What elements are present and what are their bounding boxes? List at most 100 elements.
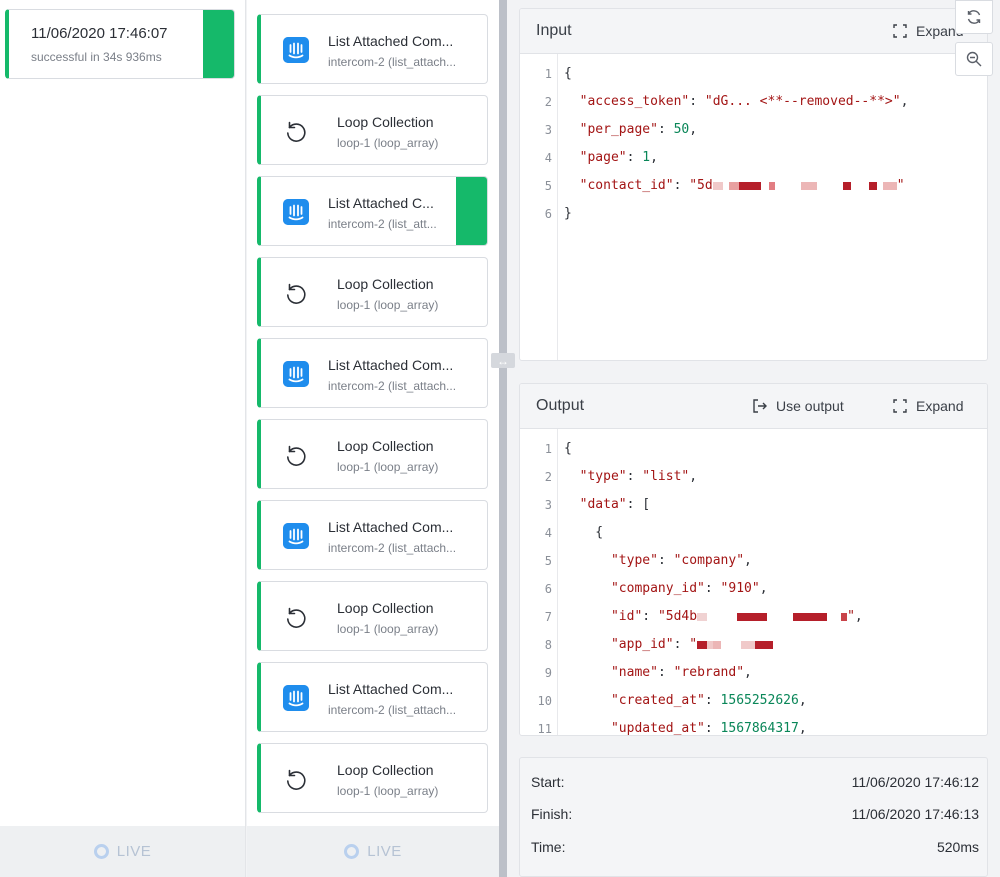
start-label: Start: [531, 774, 565, 790]
live-label: LIVE [116, 843, 152, 860]
step-card-list-attached-companies[interactable]: List Attached Com...intercom-2 (list_att… [257, 662, 488, 732]
line-number: 1 [544, 67, 552, 81]
code-token: "contact_id" [579, 178, 674, 193]
line-number: 1 [544, 442, 552, 456]
code-token: : [689, 94, 705, 109]
loop-arrow-icon [287, 121, 306, 142]
code-token [564, 178, 580, 193]
code-token [564, 150, 580, 165]
code-token: "name" [610, 665, 658, 680]
code-token: : [626, 150, 643, 165]
code-token: , [798, 693, 807, 708]
resize-handle-icon[interactable]: ↔ [491, 353, 515, 368]
use-output-icon [753, 399, 767, 413]
line-number: 5 [544, 554, 552, 568]
input-code-editor[interactable]: 1{2 "access_token": "dG... <**--removed-… [520, 54, 987, 360]
intercom-icon [283, 523, 309, 549]
code-line: 1{ [520, 435, 987, 463]
code-token: "list" [642, 469, 690, 484]
step-subtitle: loop-1 (loop_array) [337, 622, 439, 636]
code-token: 1567864317 [720, 721, 799, 736]
output-expand-button[interactable]: Expand [892, 398, 963, 414]
step-card-list-attached-companies[interactable]: List Attached Com...intercom-2 (list_att… [257, 14, 488, 84]
code-token: "data" [579, 497, 627, 512]
live-toggle-steps[interactable]: LIVE [247, 826, 499, 877]
code-token: : [657, 665, 674, 680]
intercom-icon [283, 685, 309, 711]
code-token: "5d [689, 178, 713, 193]
timing-panel: Start: 11/06/2020 17:46:12 Finish: 11/06… [519, 757, 988, 877]
code-token: "rebrand" [673, 665, 745, 680]
code-token: "per_page" [579, 122, 658, 137]
code-token [564, 581, 611, 596]
code-text: "id": "5d4b", [564, 603, 863, 631]
code-token: 50 [673, 122, 690, 137]
step-subtitle: loop-1 (loop_array) [337, 136, 439, 150]
output-panel: Output Use output Expand 1{2 "type": "li… [519, 383, 988, 736]
step-card-list-attached-companies[interactable]: List Attached Com...intercom-2 (list_att… [257, 338, 488, 408]
panel-splitter[interactable] [499, 0, 507, 877]
output-title: Output [536, 397, 585, 414]
code-token: , [744, 665, 752, 680]
line-number: 6 [544, 582, 552, 596]
code-line: 11 "updated_at": 1567864317, [520, 715, 987, 736]
step-card-list-attached-companies[interactable]: List Attached Com...intercom-2 (list_att… [257, 500, 488, 570]
execution-card[interactable]: 11/06/2020 17:46:07 successful in 34s 93… [5, 9, 235, 79]
steps-column: List Attached Com... intercom-2 (list_att… [247, 0, 499, 877]
output-panel-header: Output Use output Expand [520, 384, 987, 429]
step-title: List Attached Com... [328, 681, 454, 697]
use-output-button[interactable]: Use output [752, 398, 844, 414]
code-token: " [689, 637, 698, 652]
code-token: , [798, 721, 807, 736]
code-token [564, 721, 611, 735]
finish-row: Finish: 11/06/2020 17:46:13 [531, 806, 979, 826]
code-line: 4 { [520, 519, 987, 547]
code-token [564, 665, 611, 680]
zoom-out-button[interactable] [955, 42, 993, 76]
code-token: , [744, 553, 752, 568]
code-token [564, 637, 611, 652]
live-toggle-executions[interactable]: LIVE [0, 826, 246, 877]
step-title: Loop Collection [337, 762, 434, 778]
code-token [564, 469, 580, 484]
intercom-icon [283, 361, 309, 387]
input-expand-button[interactable]: Expand [892, 23, 963, 39]
executions-column: 11/06/2020 17:46:07 successful in 34s 93… [0, 0, 246, 877]
input-panel-header: Input Expand [520, 9, 987, 54]
code-token: { [564, 66, 572, 81]
code-line: 5 "type": "company", [520, 547, 987, 575]
loop-arrow-icon [287, 283, 306, 304]
code-token: : [626, 469, 643, 484]
refresh-icon [967, 10, 981, 24]
loop-arrow-icon [287, 607, 306, 628]
code-token: , [689, 469, 698, 484]
code-line: 7 "id": "5d4b", [520, 603, 987, 631]
use-output-label: Use output [776, 398, 844, 414]
zoom-out-icon [966, 51, 982, 67]
step-subtitle: loop-1 (loop_array) [337, 298, 439, 312]
time-value: 520ms [936, 839, 979, 855]
step-subtitle: intercom-2 (list_att... [328, 217, 437, 231]
code-token: , [759, 581, 768, 596]
step-card-list-attached-companies[interactable]: List Attached C...intercom-2 (list_att..… [257, 176, 488, 246]
code-token: : [642, 609, 658, 624]
line-number: 4 [544, 151, 552, 165]
execution-selected-bar [203, 10, 234, 78]
step-title: List Attached Com... [328, 519, 454, 535]
expand-icon [893, 24, 907, 38]
code-text: "type": "company", [564, 547, 752, 575]
code-token: " [896, 178, 905, 193]
time-row: Time: 520ms [531, 839, 979, 859]
code-token: "updated_at" [610, 721, 705, 736]
code-token: "5d4b [657, 609, 698, 624]
code-token [564, 94, 580, 109]
output-code-editor[interactable]: 1{2 "type": "list",3 "data": [4 {5 "type… [520, 429, 987, 735]
code-token: , [854, 609, 863, 624]
code-token [564, 693, 611, 708]
refresh-button[interactable] [955, 0, 993, 34]
